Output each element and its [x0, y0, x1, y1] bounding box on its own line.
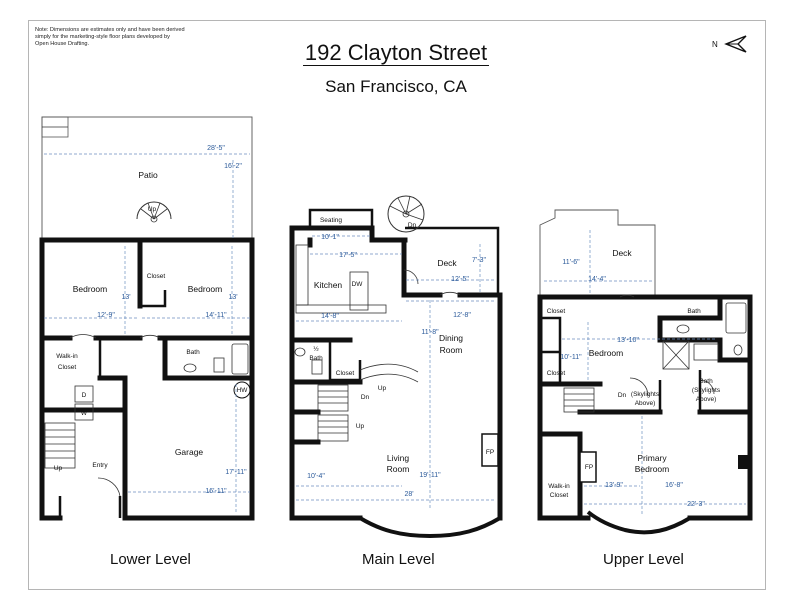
label-bath-main: Bath	[309, 355, 323, 362]
label-walkin-2: Closet	[58, 364, 77, 371]
north-arrow-icon	[724, 35, 747, 53]
dim-bed2-h: 13'	[228, 294, 237, 301]
lower-stair	[44, 422, 76, 469]
dim-patio-w: 28'-5"	[207, 145, 225, 152]
lower-level-plan	[39, 116, 255, 521]
patio-spiral-stair	[136, 201, 172, 223]
dim-living-h: 19'-11"	[419, 472, 441, 479]
main-level-label: Main Level	[362, 551, 435, 568]
label-bath-upper-1: Bath	[687, 308, 701, 315]
dim-dining-w: 12'-8"	[453, 312, 471, 319]
label-fp-main: FP	[486, 449, 494, 456]
dim-deck-upper-h: 11'-6"	[562, 259, 580, 266]
dim-deck-upper-w: 14'-4"	[588, 276, 606, 283]
main-spiral-stair	[387, 195, 425, 233]
label-dining-1: Dining	[439, 333, 463, 343]
dim-bed-upper-h: 10'-11"	[560, 354, 582, 361]
main-stairs	[317, 363, 419, 442]
label-walkin-upper-1: Walk-in	[548, 483, 570, 490]
disclaimer-note: Note: Dimensions are estimates only and …	[35, 27, 185, 47]
label-seating: Seating	[320, 217, 342, 224]
label-bath-upper-2: Bath	[699, 378, 713, 385]
dim-garage-w: 16'-11"	[205, 488, 227, 495]
label-patio: Patio	[138, 170, 158, 180]
label-washer: W	[81, 410, 88, 417]
label-skylights1-2: Above)	[635, 400, 656, 407]
dim-total-w: 28'	[404, 491, 413, 498]
label-walkin-upper-2: Closet	[550, 492, 569, 499]
label-up-lower: Up	[54, 465, 63, 472]
label-dn-main: Dn	[361, 394, 370, 401]
page-subtitle: San Francisco, CA	[325, 77, 467, 96]
label-garage: Garage	[175, 447, 204, 457]
dim-bed-upper-w: 13'-10"	[617, 337, 639, 344]
label-closet-upper-2: Closet	[547, 370, 566, 377]
label-primary-2: Bedroom	[635, 464, 670, 474]
dim-prim-w2: 22'-3"	[687, 501, 705, 508]
label-skylights2-1: (Skylights	[692, 387, 721, 394]
label-hw: HW	[237, 387, 249, 394]
label-up2-main: Up	[356, 423, 365, 430]
dim-deck-h: 7'-3"	[472, 257, 486, 264]
label-deck-upper: Deck	[612, 248, 632, 258]
label-closet-lower: Closet	[147, 273, 166, 280]
label-dn-upper: Dn	[618, 392, 627, 399]
upper-level-plan	[537, 209, 753, 535]
lower-level-label: Lower Level	[110, 551, 191, 568]
label-bedroom-upper: Bedroom	[589, 348, 624, 358]
label-primary-1: Primary	[637, 453, 667, 463]
dim-kit-w: 17'-5"	[339, 252, 357, 259]
label-bedroom-1: Bedroom	[73, 284, 108, 294]
label-skylights2-2: Above)	[696, 396, 717, 403]
label-half: ½	[313, 345, 319, 353]
upper-level-label: Upper Level	[603, 551, 684, 568]
label-living-2: Room	[387, 464, 410, 474]
main-level-plan	[289, 195, 503, 539]
dim-prim-w1: 13'-9"	[605, 482, 623, 489]
dim-kit-d: 14'-8"	[321, 313, 339, 320]
dim-patio-d: 16'-2"	[224, 163, 242, 170]
label-kitchen: Kitchen	[314, 280, 343, 290]
label-bedroom-2: Bedroom	[188, 284, 223, 294]
north-label: N	[712, 40, 718, 49]
label-deck-main: Deck	[437, 258, 457, 268]
label-dn-stair: Dn	[408, 222, 417, 229]
label-skylights1-1: (Skylights	[631, 391, 660, 398]
dim-garage-h: 17'-11"	[225, 469, 247, 476]
label-dryer: D	[82, 392, 87, 399]
dim-bed1-w: 12'-9"	[97, 312, 115, 319]
label-closet-main: Closet	[336, 370, 355, 377]
dim-living-w: 10'-4"	[307, 473, 325, 480]
label-fp-upper: FP	[585, 464, 593, 471]
label-up-main: Up	[378, 385, 387, 392]
dim-dining-h: 11'-8"	[421, 329, 439, 336]
dim-seat-w: 10'-1"	[321, 234, 339, 241]
label-walkin-1: Walk-in	[56, 353, 78, 360]
dim-deck-w: 12'-5"	[451, 276, 469, 283]
page-title: 192 Clayton Street	[0, 40, 792, 66]
label-bath-lower: Bath	[186, 349, 200, 356]
sheet-border	[28, 20, 766, 590]
label-up-patio: Up	[148, 206, 157, 213]
title-text: 192 Clayton Street	[302, 40, 490, 66]
label-dining-2: Room	[440, 345, 463, 355]
label-living-1: Living	[387, 453, 409, 463]
label-closet-upper-1: Closet	[547, 308, 566, 315]
dim-bed-h: 13'	[121, 294, 130, 301]
label-entry: Entry	[92, 462, 108, 469]
dim-bed2-w: 14'-11"	[205, 312, 227, 319]
label-dw: DW	[352, 281, 364, 288]
dim-prim-h: 16'-8"	[665, 482, 683, 489]
